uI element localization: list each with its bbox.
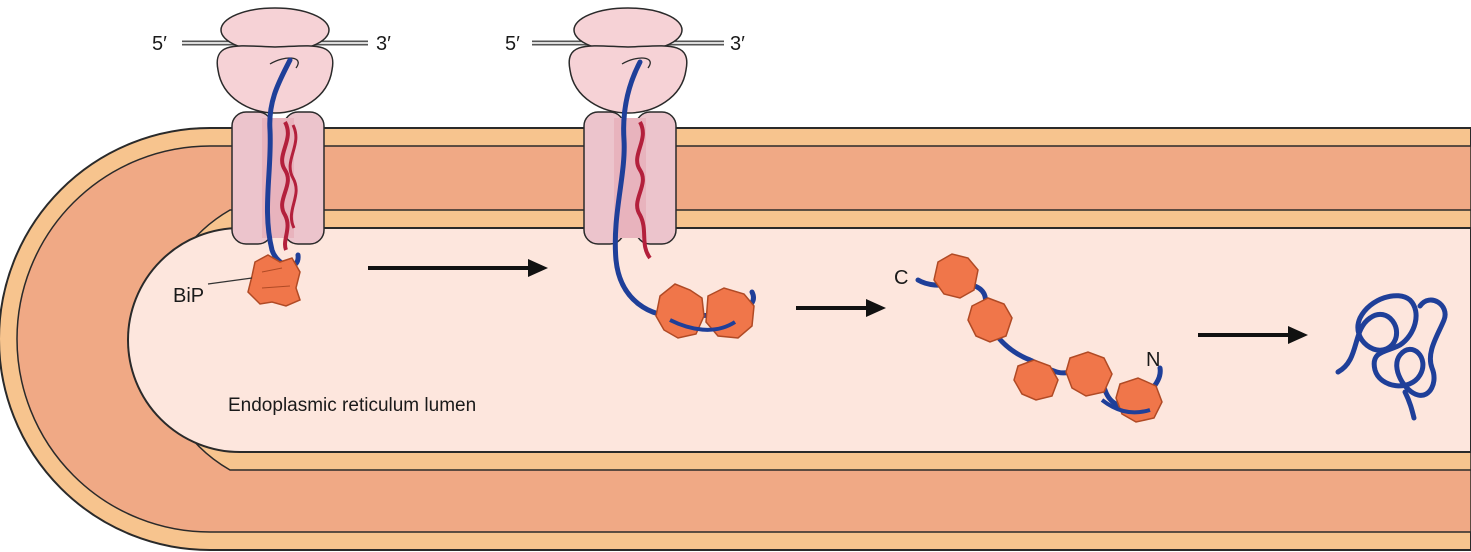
- translocon-icon: [584, 112, 676, 244]
- mrna-1-five-prime-label: 5′: [152, 33, 167, 55]
- mrna-2-three-prime-label: 3′: [730, 33, 745, 55]
- er-membrane: [0, 128, 1471, 550]
- bip-chaperone-icon: [248, 255, 300, 306]
- er-lumen: [128, 228, 1471, 452]
- bip-label: BiP: [173, 285, 204, 307]
- c-terminus-label: C: [894, 267, 908, 289]
- mrna-1-three-prime-label: 3′: [376, 33, 391, 55]
- n-terminus-label: N: [1146, 349, 1160, 371]
- lumen-label: Endoplasmic reticulum lumen: [228, 395, 476, 416]
- mrna-2-five-prime-label: 5′: [505, 33, 520, 55]
- translocon-icon: [232, 112, 324, 244]
